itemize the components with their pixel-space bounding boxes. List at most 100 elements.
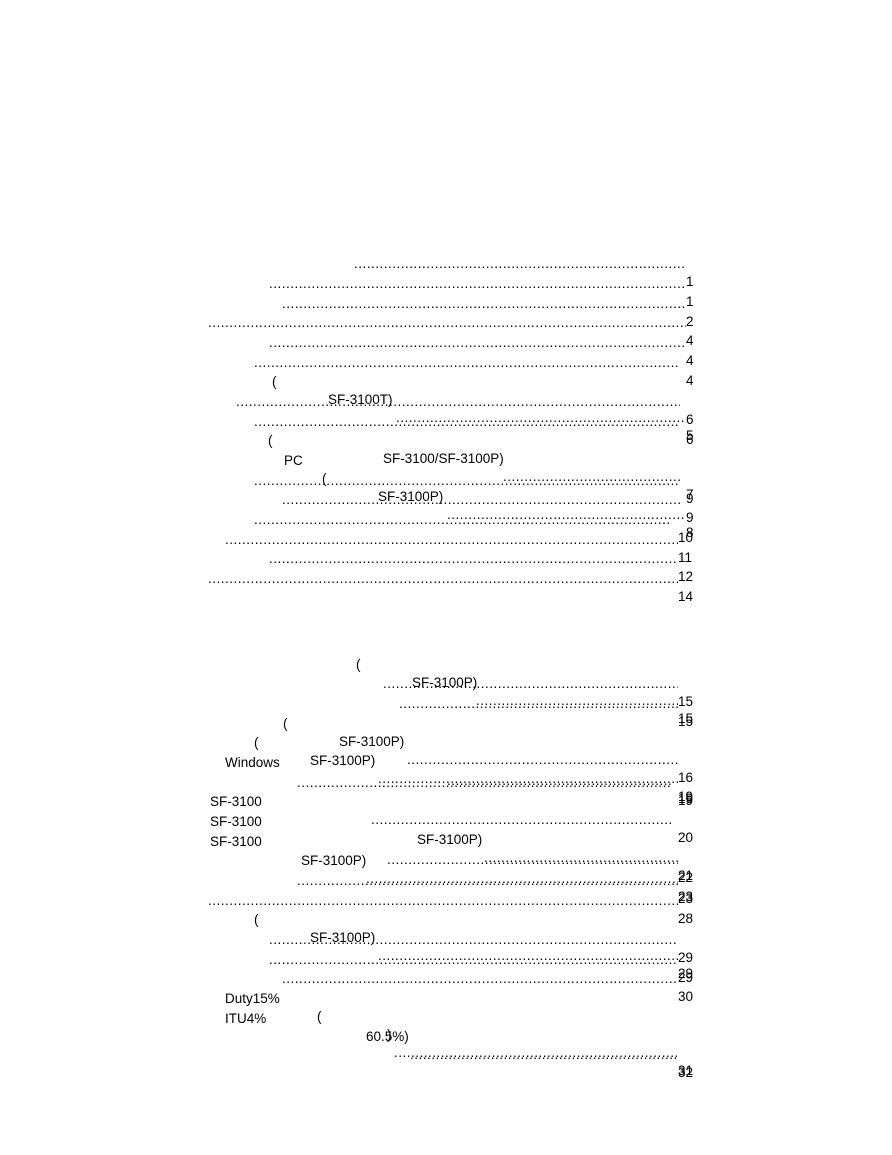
page-number: 20 xyxy=(678,830,694,845)
toc-entry[interactable]: ........................................… xyxy=(0,375,892,427)
dot-leader: ........................................… xyxy=(269,932,678,947)
dot-leader: ........................................… xyxy=(476,693,678,708)
toc-text: 60.5%) xyxy=(366,1029,409,1044)
toc-text: SF-3100P) xyxy=(310,753,376,768)
page-number: 6 xyxy=(686,412,694,427)
page-number: 1 xyxy=(686,274,694,289)
toc-entry[interactable]: SF-3100 SF-3100P) ......................… xyxy=(0,795,892,883)
toc-entry[interactable]: ........................................… xyxy=(0,237,892,289)
toc-text: SF-3100P) xyxy=(378,489,444,504)
page-number: 5 xyxy=(686,428,694,443)
dot-leader: ........................................… xyxy=(269,276,686,291)
page-number: 15 xyxy=(678,711,694,726)
toc-entry[interactable]: ........................................… xyxy=(0,257,892,309)
toc-text: SF-3100P) xyxy=(339,734,405,749)
toc-entry[interactable]: ........................................… xyxy=(0,395,892,447)
toc-entry[interactable]: ........................................… xyxy=(0,473,892,525)
page-number: 15 xyxy=(678,694,694,709)
toc-text: Windows xyxy=(225,755,280,770)
dot-leader: ........................................… xyxy=(282,296,686,311)
dot-leader: ........................................… xyxy=(269,335,686,350)
toc-entry[interactable]: ........................................… xyxy=(0,552,892,604)
page-number: 19 xyxy=(678,789,694,804)
toc-entry[interactable]: ........................................… xyxy=(0,513,892,565)
dot-leader: ........................................… xyxy=(269,952,678,967)
toc-text: ( xyxy=(317,1009,322,1024)
toc-entry[interactable]: ( SF-3100/SF-3100P) ....................… xyxy=(0,414,892,502)
page-number: 32 xyxy=(678,1065,694,1080)
toc-entry[interactable]: ........................................… xyxy=(0,677,892,729)
page-number: 1 xyxy=(686,294,694,309)
dot-leader: ........................................… xyxy=(282,492,680,507)
page-number: 6 xyxy=(686,432,694,447)
toc-text: ) xyxy=(387,1027,392,1042)
toc-entry[interactable]: SF-3100 ................................… xyxy=(0,815,892,885)
toc-entry[interactable]: ........................................… xyxy=(0,336,892,388)
toc-entry[interactable]: ........................................… xyxy=(0,454,892,506)
dot-leader: ........................................… xyxy=(407,752,678,767)
dot-leader: ........................................… xyxy=(208,315,686,330)
dot-leader: ........................................… xyxy=(387,852,678,867)
page-number: 19 xyxy=(678,791,694,806)
toc-text: ( xyxy=(356,657,361,672)
page-number: 7 xyxy=(686,487,694,502)
dot-leader: ........................................… xyxy=(354,256,686,271)
dot-leader: ........................................… xyxy=(399,696,678,711)
dot-leader: ........................................… xyxy=(269,551,678,566)
toc-entry[interactable]: SF-3100P) ..............................… xyxy=(0,834,892,904)
page-number: 29 xyxy=(678,970,694,985)
dot-leader: ........................................… xyxy=(254,355,678,370)
dot-leader: ........................................… xyxy=(208,571,678,586)
toc-entry[interactable]: Windows ................................… xyxy=(0,736,892,806)
toc-entry[interactable]: ........................................… xyxy=(0,493,892,545)
toc-entry[interactable]: ( SF-3100P) ............................… xyxy=(0,638,892,726)
toc-entry[interactable]: ........................................… xyxy=(0,913,892,965)
toc-entry[interactable]: ITU4% 60.5%) ...........................… xyxy=(0,992,892,1080)
toc-text: SF-3100 xyxy=(210,794,262,809)
dot-leader: ........................................… xyxy=(447,773,672,788)
dot-leader: ........................................… xyxy=(503,469,680,484)
dot-leader: ........................................… xyxy=(484,850,678,865)
toc-entry[interactable]: PC ( SF-3100P) .........................… xyxy=(0,434,892,540)
page-number: 4 xyxy=(686,333,694,348)
toc-entry[interactable]: ........................................… xyxy=(0,296,892,348)
page-number: 11 xyxy=(678,550,693,565)
toc-entry[interactable]: Duty15% ( ) ............................… xyxy=(0,972,892,1078)
page-number: 23 xyxy=(678,889,694,904)
toc-entry[interactable]: ........................................… xyxy=(0,756,892,808)
page-number: 8 xyxy=(686,525,694,540)
toc-entry[interactable]: ( SF-3100P) ............................… xyxy=(0,697,892,785)
toc-text: SF-3100P) xyxy=(301,853,367,868)
page-number: 14 xyxy=(678,589,694,604)
toc-entry[interactable]: ........................................… xyxy=(0,933,892,985)
toc-text: ( xyxy=(283,716,288,731)
toc-text: SF-3100T) xyxy=(328,392,393,407)
toc-entry[interactable]: SF-3100 ................................… xyxy=(0,775,892,845)
dot-leader: ........................................… xyxy=(282,971,678,986)
toc-entry[interactable]: ........................................… xyxy=(0,316,892,368)
page-number: 29 xyxy=(678,950,694,965)
toc-entry[interactable]: ........................................… xyxy=(0,874,892,926)
toc-text: SF-3100P) xyxy=(310,930,376,945)
toc-entry[interactable]: ( SF-3100P) ............................… xyxy=(0,893,892,981)
page-number: 10 xyxy=(678,530,694,545)
toc-entry[interactable]: ........................................… xyxy=(0,854,892,906)
toc-text: SF-3100P) xyxy=(412,675,478,690)
page-number: 4 xyxy=(686,373,694,388)
toc-entry[interactable]: ........................................… xyxy=(0,657,892,709)
page-number: 12 xyxy=(678,569,694,584)
toc-entry[interactable]: ( SF-3100P) ............................… xyxy=(0,716,892,804)
toc-text: SF-3100P) xyxy=(417,832,483,847)
dot-leader: ........................................… xyxy=(378,771,678,786)
dot-leader: ........................................… xyxy=(396,410,686,425)
toc-text: ITU4% xyxy=(225,1011,267,1026)
toc-entry[interactable]: ( SF-3100T) ............................… xyxy=(0,355,892,443)
toc-text: Duty15% xyxy=(225,991,280,1006)
toc-entry[interactable]: ........................................… xyxy=(0,277,892,329)
page-number: 22 xyxy=(678,870,694,885)
toc-entry[interactable]: ........................................… xyxy=(0,532,892,584)
page-number: 4 xyxy=(686,353,694,368)
dot-leader: ........................................… xyxy=(254,512,672,527)
toc-entry[interactable]: ........................................… xyxy=(0,952,892,1004)
